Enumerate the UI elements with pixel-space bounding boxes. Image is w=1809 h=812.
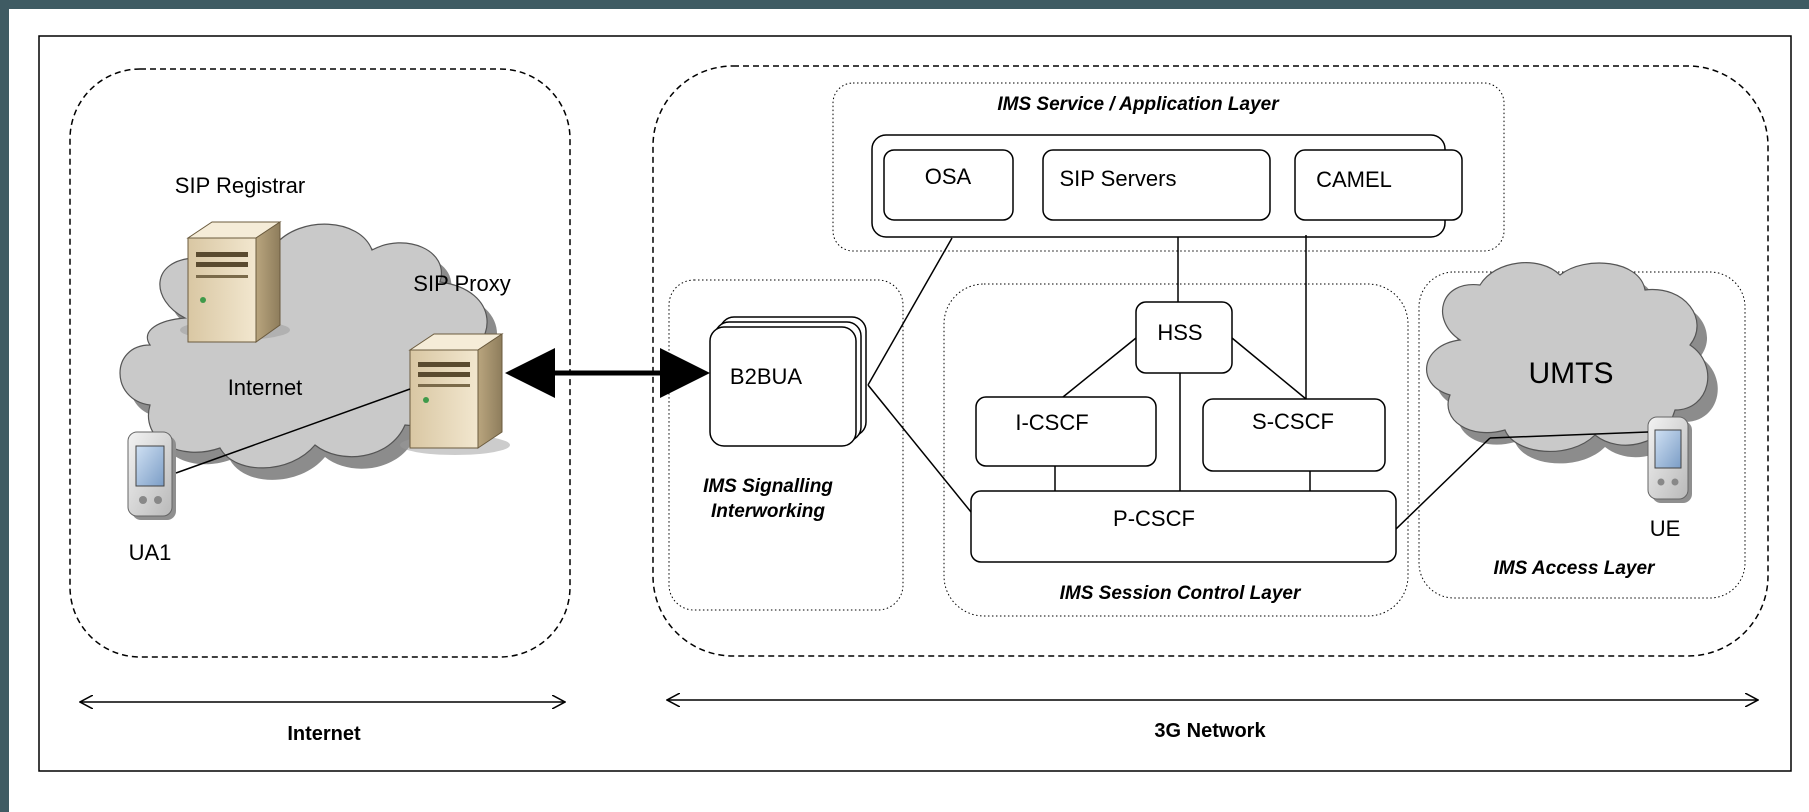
service-layer-boundary xyxy=(832,82,1505,252)
access-layer-title: IMS Access Layer xyxy=(1494,558,1656,579)
osa-label: OSA xyxy=(925,164,972,189)
internet-cloud-label: Internet xyxy=(228,375,303,400)
icscf-box xyxy=(975,396,1157,467)
b2bua-stack xyxy=(709,316,867,447)
ua1-pda-icon xyxy=(127,431,176,520)
sip-proxy-server-icon xyxy=(400,333,510,455)
hss-label: HSS xyxy=(1157,320,1202,345)
service-layer-title: IMS Service / Application Layer xyxy=(997,94,1280,115)
signalling-interworking-title-line1: IMS Signalling xyxy=(703,476,833,497)
3g-network-boundary xyxy=(652,65,1769,657)
b2bua-label: B2BUA xyxy=(730,364,802,389)
camel-box xyxy=(1294,149,1463,221)
sip-proxy-label: SIP Proxy xyxy=(413,271,510,296)
3g-network-span-label: 3G Network xyxy=(1154,720,1266,742)
camel-label: CAMEL xyxy=(1316,167,1392,192)
window-frame-left xyxy=(0,0,9,812)
pcscf-box xyxy=(970,490,1397,563)
internet-span-label: Internet xyxy=(287,723,361,745)
umts-cloud xyxy=(1426,262,1718,464)
window-frame-top xyxy=(9,0,1809,9)
icscf-label: I-CSCF xyxy=(1015,410,1088,435)
sip-servers-box xyxy=(1042,149,1271,221)
signalling-interworking-title-line2: Interworking xyxy=(711,501,825,522)
signalling-interworking-boundary xyxy=(668,279,904,611)
hss-box xyxy=(1135,301,1233,374)
sip-servers-label: SIP Servers xyxy=(1060,166,1177,191)
session-control-layer-boundary xyxy=(943,283,1409,617)
scscf-box xyxy=(1202,398,1386,472)
network-connectors xyxy=(867,235,1649,530)
ua1-label: UA1 xyxy=(129,540,172,565)
sip-registrar-label: SIP Registrar xyxy=(175,173,305,198)
umts-label: UMTS xyxy=(1529,357,1614,390)
ua1-proxy-link xyxy=(175,388,411,474)
osa-box xyxy=(883,149,1014,221)
sip-registrar-server-icon xyxy=(180,221,290,343)
pcscf-label: P-CSCF xyxy=(1113,506,1195,531)
session-control-layer-title: IMS Session Control Layer xyxy=(1060,583,1302,604)
ue-pda-icon xyxy=(1647,416,1692,503)
scscf-label: S-CSCF xyxy=(1252,409,1334,434)
ue-label: UE xyxy=(1650,516,1681,541)
